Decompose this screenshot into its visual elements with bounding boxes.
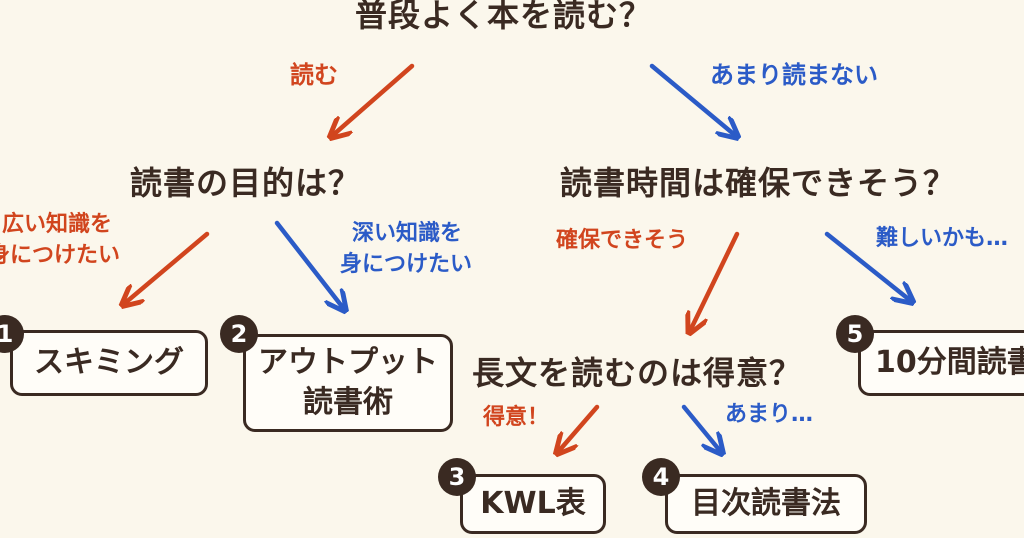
question-time: 読書時間は確保できそう？ bbox=[560, 164, 957, 202]
method-box-skimming: スキミング bbox=[10, 330, 208, 396]
arrow-reads bbox=[332, 63, 415, 136]
method-badge-2: 2 bbox=[220, 315, 258, 353]
arrow-rarely-reads bbox=[649, 63, 736, 136]
branch-label-not-really: あまり… bbox=[725, 402, 814, 427]
branch-label-time-yes: 確保できそう bbox=[556, 228, 689, 253]
method-label-skimming: スキミング bbox=[34, 345, 184, 380]
method-label-10min: 10分間読書 bbox=[875, 345, 1024, 380]
method-label-kwl: KWL表 bbox=[480, 486, 586, 521]
question-purpose: 読書の目的は？ bbox=[130, 164, 362, 202]
method-box-kwl: KWL表 bbox=[460, 474, 606, 534]
method-box-10min: 10分間読書 bbox=[858, 330, 1024, 396]
branch-label-deep-2: 身につけたい bbox=[340, 252, 473, 277]
method-badge-3: 3 bbox=[438, 458, 476, 496]
method-badge-4: 4 bbox=[642, 458, 680, 496]
arrow-time-hard bbox=[824, 231, 911, 301]
method-label-output-line1: アウトプット bbox=[258, 345, 438, 380]
question-long-text: 長文を読むのは得意？ bbox=[472, 354, 803, 392]
arrow-not-really bbox=[681, 404, 721, 452]
branch-label-deep-1: 深い知識を bbox=[352, 221, 463, 246]
branch-label-good-at: 得意！ bbox=[483, 405, 550, 430]
method-box-toc-reading: 目次読書法 bbox=[665, 474, 867, 534]
method-badge-5: 5 bbox=[836, 315, 874, 353]
arrow-broad bbox=[124, 231, 210, 304]
branch-label-time-hard: 難しいかも… bbox=[876, 226, 1009, 251]
method-label-output-line2: 読書術 bbox=[303, 385, 393, 420]
branch-label-reads: 読む bbox=[290, 61, 338, 89]
branch-label-broad-2: 身につけたい bbox=[0, 243, 121, 268]
question-root: 普段よく本を読む？ bbox=[355, 0, 653, 34]
arrow-good-at bbox=[558, 404, 600, 452]
method-box-output-reading: アウトプット 読書術 bbox=[243, 334, 453, 432]
branch-label-rarely-reads: あまり読まない bbox=[710, 61, 878, 89]
arrow-time-yes bbox=[690, 231, 740, 331]
arrow-deep bbox=[274, 220, 344, 309]
branch-label-broad-1: 広い知識を bbox=[2, 212, 113, 237]
method-label-toc: 目次読書法 bbox=[691, 486, 841, 521]
